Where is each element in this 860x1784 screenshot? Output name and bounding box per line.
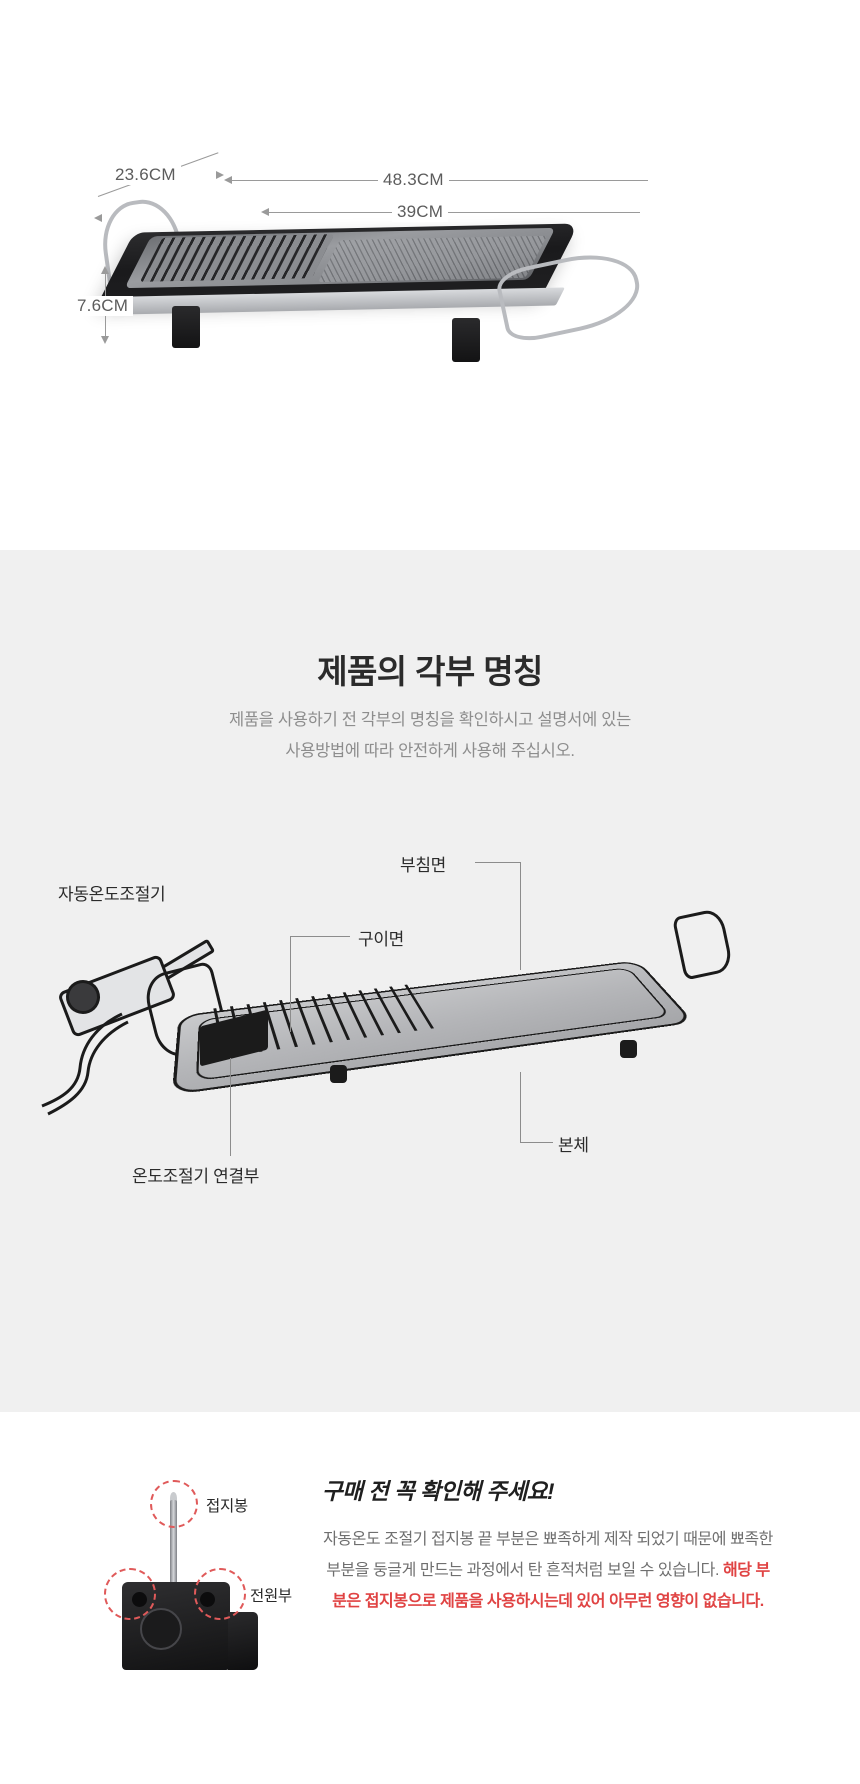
grill-foot-front-illustration [330,1065,347,1083]
callout-line-body-h [520,1142,553,1143]
grill-leg-front-photo [172,306,200,348]
highlight-circle-ground-rod [150,1480,198,1528]
callout-line-body-v [520,1072,521,1142]
dimension-label-height: 7.6CM [72,296,134,316]
notice-body-highlight: 해당 부분은 접지봉으로 제품을 사용하시는데 있어 아무런 영향이 없습니다. [332,1562,770,1610]
plug-label-ground-rod: 접지봉 [206,1498,248,1515]
section-subtitle-line1: 제품을 사용하기 전 각부의 명칭을 확인하시고 설명서에 있는 [229,711,631,729]
arrow-depth-start [94,214,102,222]
grill-handle-right-illustration [671,907,735,981]
highlight-circle-power-right [194,1568,246,1620]
part-names-section: 제품의 각부 명칭 제품을 사용하기 전 각부의 명칭을 확인하시고 설명서에 … [0,550,860,1412]
section-title: 제품의 각부 명칭 [317,653,543,690]
ground-rod-shaft [170,1500,177,1592]
callout-line-flat-h [475,862,520,863]
callout-label-main-body: 본체 [558,1136,589,1155]
arrow-height-top [101,266,109,274]
callout-line-connector-v [230,1058,231,1156]
callout-label-flat-surface: 부침면 [400,856,447,875]
plug-illustration: 접지봉 전원부 [98,1472,292,1702]
dimension-label-depth: 23.6CM [110,165,181,185]
callout-line-grill-h [290,936,350,937]
callout-label-thermostat: 자동온도조절기 [58,885,166,904]
grill-leg-rear-photo [452,318,480,362]
callout-line-grill-v [290,936,291,1032]
dimension-label-width-plate: 39CM [392,202,449,222]
callout-line-flat-v [520,862,521,970]
parts-diagram: 자동온도조절기 부침면 구이면 온도조절기 연결부 본체 [0,850,860,1410]
notice-body-plain: 자동온도 조절기 접지봉 끝 부분은 뾰족하게 제작 되었기 때문에 뾰족한 부… [323,1531,773,1579]
product-dimension-section: 23.6CM 48.3CM 39CM 7.6CM [0,0,860,550]
grill-ribbed-area-photo [139,234,335,282]
callout-label-grill-surface: 구이면 [358,930,405,949]
section-subtitle-line2: 사용방법에 따라 안전하게 사용해 주십시오. [285,742,575,760]
arrow-width-plate-start [261,208,269,216]
section-subtitle: 제품을 사용하기 전 각부의 명칭을 확인하시고 설명서에 있는 사용방법에 따… [0,705,860,767]
purchase-notice-card: 접지봉 전원부 구매 전 꼭 확인해 주세요! 자동온도 조절기 접지봉 끝 부… [40,1432,820,1750]
dimension-line-width-plate [265,212,640,213]
plug-dial [140,1608,182,1650]
arrow-width-outer-start [224,176,232,184]
arrow-height-bottom [101,336,109,344]
power-cord-illustration [41,1012,129,1116]
grill-foot-rear-illustration [620,1040,637,1058]
notice-title: 구매 전 꼭 확인해 주세요! [322,1479,555,1504]
product-photo: 23.6CM 48.3CM 39CM 7.6CM [0,0,860,550]
arrow-depth-end [216,171,224,179]
dimension-label-width-outer: 48.3CM [378,170,449,190]
highlight-circle-power-left [104,1568,156,1620]
callout-label-connector: 온도조절기 연결부 [132,1167,260,1186]
plug-label-power-part: 전원부 [250,1588,292,1605]
notice-body: 자동온도 조절기 접지봉 끝 부분은 뾰족하게 제작 되었기 때문에 뾰족한 부… [322,1524,774,1617]
